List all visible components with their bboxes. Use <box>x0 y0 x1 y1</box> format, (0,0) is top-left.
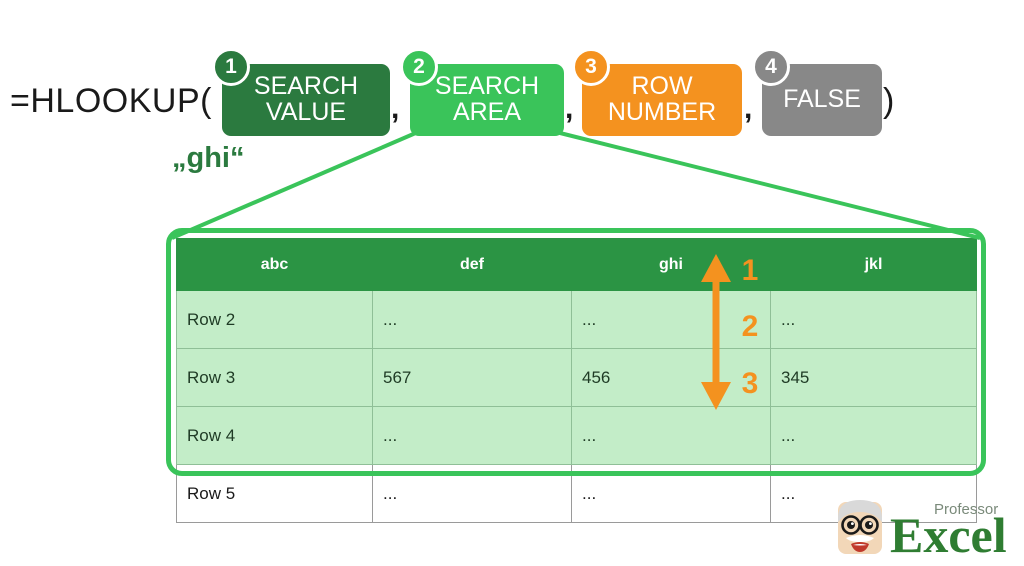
table-row: Row 2 ... ... ... <box>176 290 977 349</box>
formula-separator-1: , <box>391 92 400 125</box>
table-cell: 456 <box>571 348 771 407</box>
table-header-row: abc def ghi jkl <box>176 238 977 291</box>
argument-badge-3-label: 3 <box>585 55 597 78</box>
argument-badge-3: 3 <box>572 48 610 86</box>
formula-separator-3: , <box>744 92 753 125</box>
row-number-label-1: 1 <box>741 254 759 287</box>
argument-box-search-value[interactable]: SEARCH VALUE <box>222 64 390 136</box>
formula-bar: =HLOOKUP( SEARCH VALUE 1 , SEARCH AREA 2… <box>0 48 1024 136</box>
formula-separator-2: , <box>565 92 574 125</box>
spreadsheet-table-container: abc def ghi jkl Row 2 ... ... ... Row 3 … <box>176 238 977 523</box>
table-cell: 345 <box>770 348 977 407</box>
argument-badge-4-label: 4 <box>765 55 777 78</box>
table-header-cell-jkl: jkl <box>770 238 977 291</box>
table-cell: ... <box>571 406 771 465</box>
logo-main-word: Excel <box>890 507 1007 560</box>
table-row: Row 4 ... ... ... <box>176 406 977 465</box>
table-cell: ... <box>571 290 771 349</box>
formula-closing-paren: ) <box>883 82 895 120</box>
argument-box-search-value-label: SEARCH VALUE <box>253 72 359 126</box>
table-cell: ... <box>571 464 771 523</box>
logo-top-word: Professor <box>934 501 998 518</box>
argument-box-row-number-label: ROW NUMBER <box>607 72 717 126</box>
table-cell: Row 3 <box>176 348 373 407</box>
argument-badge-1: 1 <box>212 48 250 86</box>
table-cell: ... <box>770 290 977 349</box>
table-cell: Row 5 <box>176 464 373 523</box>
argument-badge-2: 2 <box>400 48 438 86</box>
spreadsheet-table: abc def ghi jkl Row 2 ... ... ... Row 3 … <box>176 238 977 523</box>
table-cell: Row 2 <box>176 290 373 349</box>
argument-box-search-area-label: SEARCH AREA <box>434 72 540 126</box>
formula-function-name: =HLOOKUP( <box>10 82 212 120</box>
row-number-label-2: 2 <box>741 310 759 343</box>
table-cell: ... <box>372 464 572 523</box>
table-cell: 567 <box>372 348 572 407</box>
argument-badge-2-label: 2 <box>413 55 425 78</box>
argument-box-false-label: FALSE <box>783 85 861 113</box>
argument-box-row-number[interactable]: ROW NUMBER <box>582 64 742 136</box>
table-cell: ... <box>372 406 572 465</box>
professor-face-icon <box>838 500 882 554</box>
argument-badge-4: 4 <box>752 48 790 86</box>
search-value-example: „ghi“ <box>172 142 245 174</box>
table-cell: Row 4 <box>176 406 373 465</box>
table-cell: ... <box>372 290 572 349</box>
professor-excel-logo: Excel Professor <box>838 500 1007 560</box>
row-number-double-arrow-icon <box>701 254 731 410</box>
table-header-cell-def: def <box>372 238 572 291</box>
argument-badge-1-label: 1 <box>225 55 237 78</box>
row-number-label-3: 3 <box>741 367 759 400</box>
table-row: Row 3 567 456 345 <box>176 348 977 407</box>
table-cell: ... <box>770 406 977 465</box>
table-header-cell-abc: abc <box>176 238 373 291</box>
